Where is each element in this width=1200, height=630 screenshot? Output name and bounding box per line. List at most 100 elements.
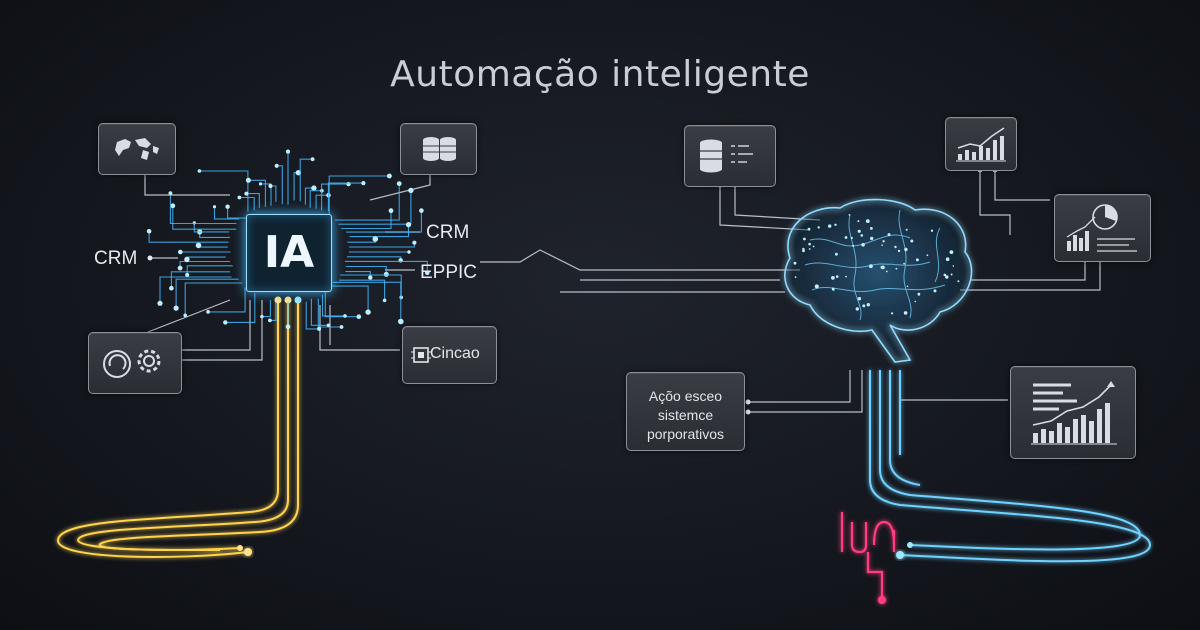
circuit-trace — [172, 205, 237, 230]
circuit-trace — [345, 265, 387, 275]
circuit-node — [212, 205, 217, 209]
circuit-node — [177, 265, 183, 271]
circuit-node — [178, 249, 183, 255]
brain-node — [881, 265, 885, 270]
brain-node — [808, 248, 811, 250]
circuit-node — [361, 181, 366, 186]
brain-node — [802, 247, 805, 251]
brain-node — [808, 242, 811, 246]
circuit-trace — [332, 281, 402, 322]
circuit-trace — [170, 271, 231, 289]
circuit-trace — [260, 183, 272, 206]
circuit-trace — [193, 222, 230, 233]
circuit-node — [274, 163, 279, 168]
circuit-node — [285, 324, 291, 330]
circuit-trace — [349, 224, 410, 238]
circuit-node — [285, 149, 291, 154]
circuit-node — [372, 236, 379, 242]
circuit-node — [365, 309, 371, 315]
brain-node — [814, 284, 819, 289]
brain-node — [887, 233, 891, 237]
circuit-trace — [305, 301, 320, 330]
gears-panel — [88, 332, 182, 394]
circuit-trace — [339, 279, 386, 301]
circuit-node — [398, 318, 404, 325]
brain-node — [905, 228, 908, 231]
circuit-node — [258, 182, 263, 186]
enterprise-text-line1: Açõo esceo — [648, 388, 723, 404]
circuit-trace — [213, 206, 240, 220]
brain-node — [852, 244, 855, 247]
brain-node — [926, 254, 929, 257]
circuit-trace — [269, 302, 277, 321]
brain-node — [857, 297, 862, 301]
circuit-trace — [304, 187, 314, 205]
brain-node — [904, 247, 908, 252]
cincao-panel — [402, 326, 497, 384]
brain-node — [957, 280, 960, 283]
brain-node — [903, 262, 905, 265]
circuit-trace — [186, 265, 233, 275]
circuit-node — [169, 285, 174, 291]
circuit-node — [197, 169, 202, 173]
circuit-node — [245, 177, 251, 183]
circuit-node — [412, 240, 417, 245]
pie-chart-icon — [1066, 204, 1137, 252]
circuit-node — [407, 250, 411, 254]
brain-node — [828, 224, 832, 228]
crm-label-left: CRM — [94, 248, 138, 269]
circuit-node — [326, 323, 331, 328]
brain-node — [803, 237, 806, 241]
circuit-node — [195, 242, 202, 249]
brain-node — [834, 223, 837, 226]
ia-chip: IA — [246, 214, 332, 292]
brain-node — [861, 243, 865, 247]
brain-node — [793, 261, 797, 265]
server-list-panel — [684, 125, 776, 187]
circuit-trace — [227, 206, 247, 219]
brain-node — [933, 289, 937, 293]
brain-node — [860, 234, 864, 237]
page-title: Automação inteligente — [390, 54, 810, 95]
brain-node — [857, 220, 860, 223]
eppic-label: EPPIC — [420, 262, 478, 283]
circuit-node — [237, 195, 242, 200]
circuit-node — [225, 204, 230, 209]
brain-node — [885, 270, 888, 273]
circuit-node — [173, 305, 179, 311]
brain-node — [930, 229, 934, 232]
brain-node — [949, 250, 954, 255]
circuit-node — [343, 314, 347, 318]
circuit-node — [396, 181, 402, 187]
gears-icon — [103, 349, 161, 378]
circuit-node — [244, 191, 249, 196]
brain-node — [812, 245, 815, 248]
circuit-trace — [321, 183, 349, 211]
brain-node — [850, 236, 853, 240]
circuit-trace — [159, 276, 232, 304]
brain-node — [855, 307, 859, 311]
brain-node — [945, 275, 949, 279]
circuit-node — [184, 256, 190, 263]
circuit-node — [408, 187, 414, 194]
circuit-trace — [309, 190, 322, 208]
brain-node — [857, 229, 861, 233]
circuit-trace — [346, 210, 422, 233]
database-icon — [423, 137, 456, 161]
circuit-node — [157, 300, 163, 306]
brain-node — [848, 214, 851, 216]
brain-node — [862, 304, 866, 308]
brain-node — [794, 276, 797, 278]
brain-node — [945, 257, 950, 262]
circuit-trace — [321, 294, 345, 317]
circuit-trace — [310, 298, 329, 326]
circuit-trace — [335, 183, 400, 221]
brain-node — [865, 219, 870, 224]
circuit-node — [317, 326, 322, 331]
circuit-trace — [175, 278, 239, 309]
brain-node — [895, 267, 898, 270]
